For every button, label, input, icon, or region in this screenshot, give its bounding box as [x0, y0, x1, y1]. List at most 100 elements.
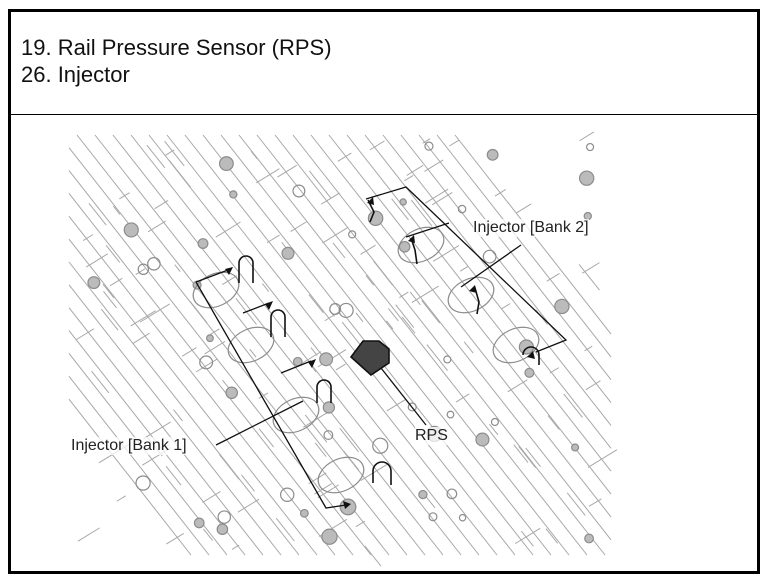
bolt-icon [321, 528, 338, 545]
bank1-leader-lines [195, 269, 347, 509]
line-art-stroke [68, 284, 282, 556]
bolt-icon [319, 352, 334, 367]
line-art-stroke [520, 530, 534, 547]
line-art-stroke [112, 134, 444, 556]
line-art-stroke [222, 275, 238, 286]
cylinder-bore [192, 271, 240, 309]
line-art-stroke [360, 244, 376, 255]
line-art-stroke [277, 164, 297, 178]
bolt-icon [135, 475, 151, 491]
line-art-stroke [68, 147, 390, 556]
line-art-stroke [395, 304, 415, 328]
bank2-arrowheads [367, 197, 535, 359]
line-art-stroke [525, 447, 541, 468]
line-art-stroke [220, 134, 552, 556]
bolt-icon [329, 303, 342, 315]
bolt-icon [418, 489, 428, 500]
line-art-stroke [386, 399, 406, 412]
line-art-stroke [292, 134, 612, 541]
line-art-stroke [320, 192, 340, 205]
line-art-stroke [588, 498, 602, 507]
bolt-icon [193, 517, 205, 529]
bolt-icon [322, 401, 336, 414]
line-art-stroke [308, 170, 332, 199]
line-art-stroke [148, 134, 480, 556]
line-art-stroke [399, 291, 409, 298]
line-art-stroke [566, 492, 586, 516]
rps-sensor-icon [349, 340, 390, 377]
line-art-stroke [266, 234, 280, 244]
line-art-stroke [91, 370, 110, 394]
line-art-stroke [409, 291, 421, 306]
bank2-leader-lines [365, 186, 568, 353]
bolt-icon [323, 430, 334, 441]
line-art-stroke [109, 277, 123, 287]
line-art-stroke [549, 367, 560, 374]
line-art-stroke [545, 528, 559, 544]
line-art-stroke [249, 348, 257, 358]
line-art-stroke [166, 134, 498, 556]
bolt-icon [490, 417, 500, 427]
line-art-stroke [489, 423, 499, 436]
bolt-icon [367, 210, 384, 227]
cylinder-bore [272, 396, 320, 434]
line-art-stroke [76, 134, 408, 556]
bolt-icon [399, 198, 407, 206]
line-art-stroke [328, 134, 612, 495]
legend-header: 19. Rail Pressure Sensor (RPS) 26. Injec… [11, 12, 757, 115]
line-art-stroke [501, 303, 511, 310]
line-art-stroke [436, 134, 612, 358]
bolt-icon [147, 256, 161, 271]
engine-line-art [68, 131, 618, 567]
line-art-stroke [262, 283, 270, 292]
bank1-arrowheads [225, 267, 351, 509]
line-art-stroke [103, 290, 117, 309]
callout-rps: RPS [415, 427, 448, 445]
line-art-stroke [355, 312, 364, 323]
injector-icon [316, 379, 332, 403]
line-art-stroke [116, 495, 126, 502]
legend-item-rps: 19. Rail Pressure Sensor (RPS) [21, 35, 332, 60]
callout-injector-bank-2: Injector [Bank 2] [473, 219, 589, 237]
injector-icon [238, 255, 254, 283]
legend-item-injector: 26. Injector [21, 62, 130, 87]
line-art-stroke [587, 449, 618, 468]
line-art-stroke [494, 189, 507, 197]
line-art-stroke [204, 341, 226, 355]
line-art-stroke [421, 300, 441, 324]
bolt-icon [446, 410, 455, 419]
line-art-stroke [424, 159, 444, 172]
line-art-stroke [426, 344, 449, 371]
line-art-stroke [432, 245, 460, 262]
line-art-stroke [308, 294, 324, 314]
bolt-icon [299, 508, 309, 518]
line-art-stroke [68, 307, 264, 556]
bolt-icon [584, 533, 595, 544]
line-art-stroke [165, 149, 175, 156]
callout-injector-bank-1: Injector [Bank 1] [71, 437, 187, 455]
line-art-stroke [463, 341, 474, 354]
line-art-stroke [360, 463, 388, 482]
line-art-stroke [418, 134, 612, 381]
bolt-icon [428, 512, 438, 522]
line-art-stroke [215, 221, 241, 238]
line-art-stroke [373, 260, 394, 286]
line-art-stroke [130, 310, 156, 327]
line-art-stroke [369, 140, 385, 151]
line-art-stroke [563, 393, 583, 418]
line-art-stroke [256, 134, 588, 556]
line-art-stroke [77, 527, 100, 542]
line-art-stroke [578, 264, 600, 291]
line-art-stroke [310, 134, 612, 518]
cylinder-bore [397, 226, 445, 264]
line-art-stroke [237, 498, 260, 513]
line-art-stroke [386, 320, 394, 330]
line-art-stroke [75, 328, 95, 341]
line-art-stroke [238, 134, 570, 556]
line-art-stroke [401, 316, 416, 334]
bolt-icon [197, 238, 209, 249]
line-art-stroke [425, 496, 436, 509]
bolt-icon [457, 204, 467, 214]
line-art-stroke [585, 380, 601, 391]
bolt-icon [279, 487, 295, 502]
